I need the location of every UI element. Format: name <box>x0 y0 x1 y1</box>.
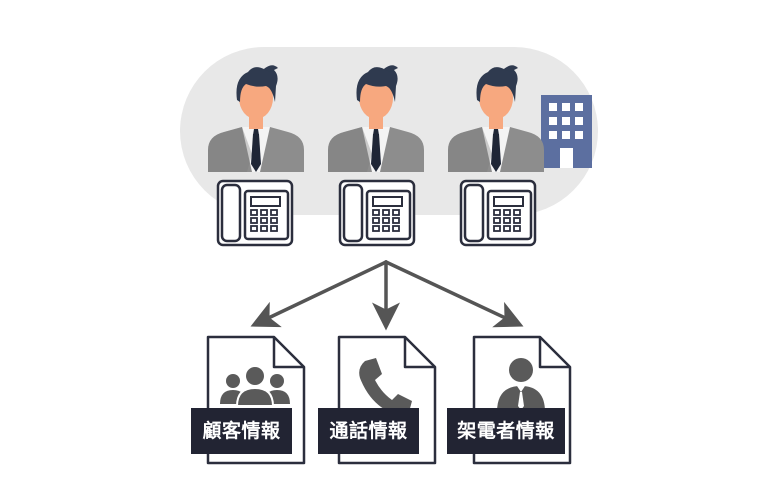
label-caller-info: 架電者情報 <box>447 408 565 454</box>
caller-person-icon <box>497 358 545 412</box>
arrow-to-customer-info <box>250 260 388 328</box>
office-building-icon <box>541 95 592 168</box>
label-customer-info: 顧客情報 <box>191 408 292 454</box>
desk-phone-icon <box>216 179 294 247</box>
customer-group-icon <box>220 365 290 407</box>
document-customer-info <box>206 335 306 465</box>
phone-handset-icon <box>359 358 412 416</box>
desk-phone-icon <box>338 179 416 247</box>
flow-arrows <box>250 260 524 331</box>
desk-phone-icon <box>459 179 537 247</box>
arrow-to-caller-info <box>384 260 524 328</box>
label-call-info: 通話情報 <box>318 408 419 454</box>
document-call-info <box>337 335 437 465</box>
document-caller-info <box>472 335 572 465</box>
